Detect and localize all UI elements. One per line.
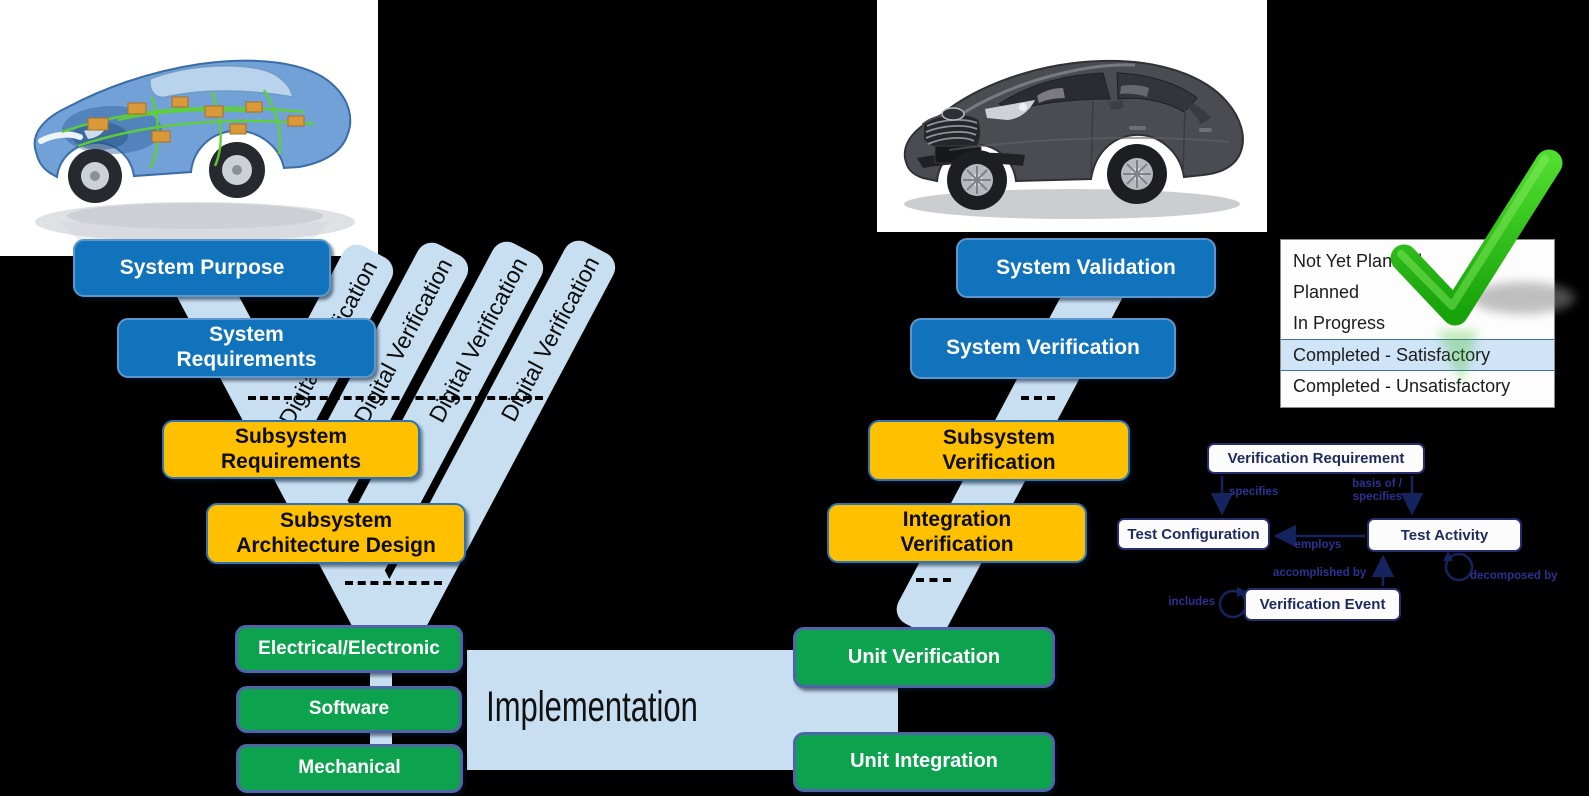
- box-unit-integration: Unit Integration: [793, 732, 1055, 792]
- edge-label-employs: employs: [1294, 539, 1342, 551]
- status-option: Completed - Unsatisfactory: [1293, 376, 1511, 396]
- sedan-car-image: [877, 0, 1267, 237]
- meta-box-test-activity: Test Activity: [1367, 518, 1522, 552]
- wireframe-car-graphic: [0, 0, 378, 256]
- box-connector: [370, 731, 392, 746]
- edge-label-basis-of-specifies: basis of / specifies: [1352, 478, 1402, 503]
- box-subsystem-architecture-design: Subsystem Architecture Design: [206, 503, 466, 564]
- box-software: Software: [236, 686, 462, 733]
- dashed-separator: [248, 396, 543, 400]
- status-option: Planned: [1293, 282, 1360, 302]
- box-electrical-electronic: Electrical/Electronic: [235, 625, 463, 673]
- box-system-requirements: System Requirements: [117, 318, 376, 378]
- sedan-car-graphic: [877, 0, 1267, 232]
- wireframe-car-image: [0, 0, 378, 261]
- box-integration-verification: Integration Verification: [827, 503, 1087, 563]
- status-option: Not Yet Planned: [1293, 251, 1423, 271]
- meta-box-test-configuration: Test Configuration: [1117, 518, 1270, 550]
- status-option: In Progress: [1293, 313, 1386, 333]
- edge-label-specifies: specifies: [1229, 486, 1279, 498]
- status-option-selected: Completed - Satisfactory: [1281, 339, 1554, 371]
- edge-label-includes: includes: [1168, 596, 1215, 608]
- box-system-validation: System Validation: [956, 238, 1216, 298]
- edge-label-decomposed-by: decomposed by: [1470, 570, 1558, 582]
- implementation-label: Implementation: [486, 683, 698, 731]
- edge-label-accomplished-by: accomplished by: [1273, 567, 1367, 579]
- dashed-separator: [345, 581, 442, 585]
- box-connector: [370, 672, 392, 687]
- meta-box-verification-requirement: Verification Requirement: [1207, 443, 1425, 474]
- box-system-verification: System Verification: [910, 318, 1176, 379]
- box-unit-verification: Unit Verification: [793, 627, 1055, 688]
- box-subsystem-requirements: Subsystem Requirements: [162, 420, 420, 479]
- dashed-separator: [916, 578, 951, 582]
- meta-box-verification-event: Verification Event: [1244, 588, 1401, 621]
- box-subsystem-verification: Subsystem Verification: [868, 420, 1130, 481]
- box-system-purpose: System Purpose: [73, 239, 331, 297]
- green-checkmark-icon: [1390, 149, 1575, 385]
- box-mechanical: Mechanical: [236, 744, 463, 793]
- dashed-separator: [1021, 396, 1055, 400]
